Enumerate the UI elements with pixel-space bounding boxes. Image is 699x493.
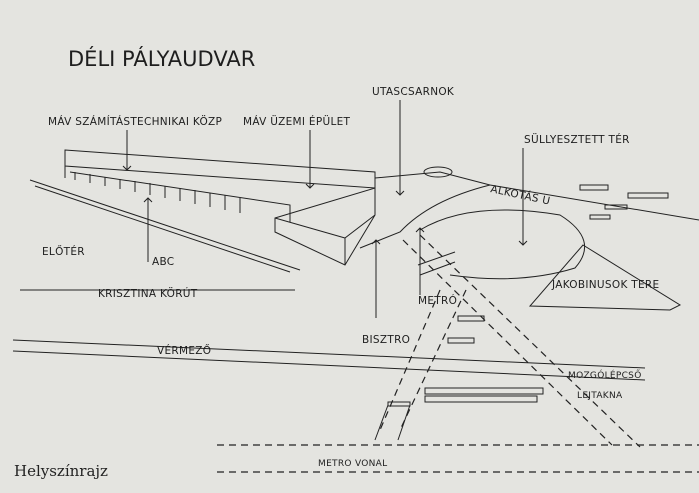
pointer-arrows xyxy=(122,100,528,318)
label-abc: ABC xyxy=(152,256,174,268)
label-vermezo: VÉRMEZŐ xyxy=(157,343,211,357)
label-forecourt: ELŐTÉR xyxy=(42,244,85,258)
label-metro-line: METRO VONAL xyxy=(318,459,387,469)
metro-tunnels xyxy=(217,234,699,473)
label-jakobinusok: JAKOBINUSOK TERE xyxy=(551,279,659,291)
caption: Helyszínrajz xyxy=(14,462,108,480)
streets xyxy=(12,179,699,381)
operations-building xyxy=(274,187,376,266)
label-bistro: BISZTRO xyxy=(362,334,410,346)
label-krisztina: KRISZTINA KÖRÚT xyxy=(98,287,198,300)
computing-center-building xyxy=(64,149,376,222)
label-alkotas-street: ALKOTÁS U xyxy=(489,182,551,207)
label-metro: METRÓ xyxy=(418,294,457,307)
steps xyxy=(417,184,669,403)
label-incline: LEJTAKNA xyxy=(577,391,623,401)
label-computing-center: MÁV SZÁMÍTÁSTECHNIKAI KÖZP xyxy=(48,115,222,128)
label-passenger-hall: UTASCSARNOK xyxy=(372,86,455,98)
label-escalator: MOZGÓLÉPCSŐ xyxy=(568,369,642,381)
label-operations-building: MÁV ÜZEMI ÉPÜLET xyxy=(243,115,351,128)
drawing-title: DÉLI PÁLYAUDVAR xyxy=(68,46,255,71)
passenger-hall xyxy=(359,166,585,280)
label-sunken-square: SÜLLYESZTETT TÉR xyxy=(524,133,630,146)
